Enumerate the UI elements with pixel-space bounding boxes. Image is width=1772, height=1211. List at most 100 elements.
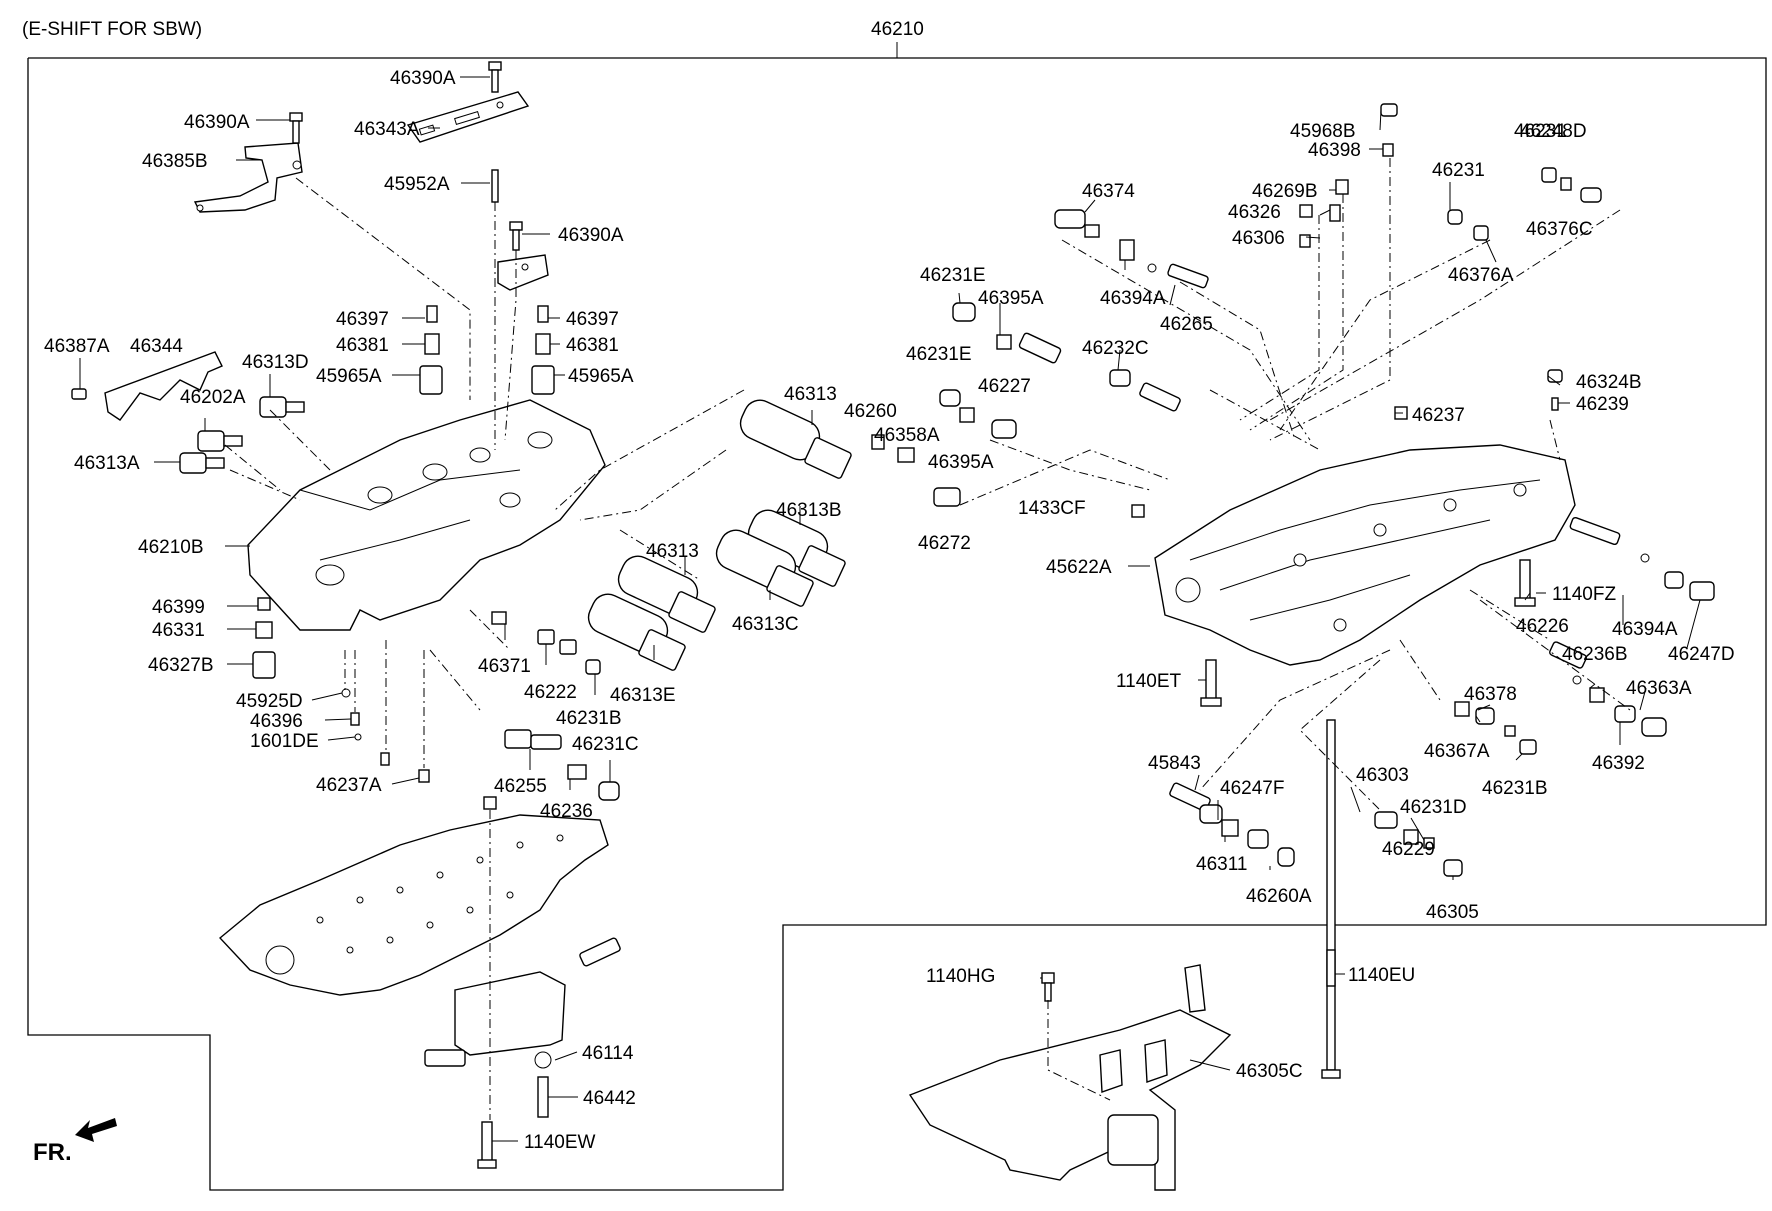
assembly-number: 46210 xyxy=(871,19,924,40)
part-label: 46305C xyxy=(1236,1061,1303,1082)
part-label: 46392 xyxy=(1592,753,1645,774)
part-label: 1140EW xyxy=(524,1132,596,1153)
part-label: 1140EU xyxy=(1348,965,1415,986)
right-labels: 45968B 46398 46231 46248D 46374 46269B 4… xyxy=(844,121,1735,1082)
part-label: 46399 xyxy=(152,597,205,618)
part-label: 46303 xyxy=(1356,765,1409,786)
part-label: 46247D xyxy=(1668,644,1735,665)
part-label: 45843 xyxy=(1148,753,1201,774)
part-label: 46260 xyxy=(844,401,897,422)
part-label: 46378 xyxy=(1464,684,1517,705)
part-label: 46442 xyxy=(583,1088,636,1109)
part-label: 45925D xyxy=(236,691,303,712)
part-label: 46231E xyxy=(906,344,972,365)
part-label: 46326 xyxy=(1228,202,1281,223)
part-label: 46231 xyxy=(1432,160,1485,181)
part-label: 46371 xyxy=(478,656,531,677)
part-label: 1140HG xyxy=(926,966,995,987)
part-label: 46390A xyxy=(390,68,456,89)
part-label: 46313B xyxy=(776,500,842,521)
part-label: 46269B xyxy=(1252,181,1318,202)
part-label: 46231B xyxy=(556,708,622,729)
part-label: 46313D xyxy=(242,352,309,373)
part-label: 46395A xyxy=(928,452,994,473)
part-label: 46398 xyxy=(1308,140,1361,161)
part-label: 46313A xyxy=(74,453,140,474)
part-label: 46363A xyxy=(1626,678,1692,699)
part-label: 46236B xyxy=(1562,644,1628,665)
part-label: 46381 xyxy=(336,335,389,356)
part-label: 46255 xyxy=(494,776,547,797)
part-label: 46305 xyxy=(1426,902,1479,923)
part-label: 45965A xyxy=(568,366,634,387)
part-label: 46231D xyxy=(1400,797,1467,818)
part-label: 46313C xyxy=(732,614,799,635)
front-direction-indicator: FR. xyxy=(33,1118,117,1166)
part-label: 46395A xyxy=(978,288,1044,309)
part-label: 45622A xyxy=(1046,557,1112,578)
part-label: 46114 xyxy=(582,1043,634,1064)
part-label: 46231B xyxy=(1482,778,1548,799)
part-label: 46265 xyxy=(1160,314,1213,335)
part-label: 46260A xyxy=(1246,886,1312,907)
part-label: 45952A xyxy=(384,174,450,195)
part-label: 46227 xyxy=(978,376,1031,397)
part-label: 46248D xyxy=(1520,121,1587,142)
part-label: 1433CF xyxy=(1018,498,1086,519)
variant-title: (E-SHIFT FOR SBW) xyxy=(22,19,202,40)
part-label: 46313 xyxy=(646,541,699,562)
part-label: 46232C xyxy=(1082,338,1149,359)
middle-valve-parts-drawing xyxy=(871,103,1715,1079)
part-label: 46358A xyxy=(874,425,940,446)
part-label: 46306 xyxy=(1232,228,1285,249)
part-label: 46367A xyxy=(1424,741,1490,762)
part-label: 46237A xyxy=(316,775,382,796)
part-label: 46226 xyxy=(1516,616,1569,637)
part-label: 46247F xyxy=(1220,778,1284,799)
part-label: 46397 xyxy=(336,309,389,330)
part-label: 46390A xyxy=(184,112,250,133)
part-label: 46272 xyxy=(918,533,971,554)
assembly-boundary xyxy=(27,57,1767,1191)
part-label: 46397 xyxy=(566,309,619,330)
part-label: 46343A xyxy=(354,119,420,140)
assembly-lines xyxy=(224,158,1631,1120)
part-label: 46396 xyxy=(250,711,303,732)
part-label: 46331 xyxy=(152,620,205,641)
part-label: 46313E xyxy=(610,685,676,706)
part-label: 46231C xyxy=(572,734,639,755)
left-assembly-drawing xyxy=(71,61,852,1169)
part-label: 46231 xyxy=(1514,121,1567,142)
part-label: 46385B xyxy=(142,151,208,172)
part-label: 46327B xyxy=(148,655,214,676)
part-label: 46202A xyxy=(180,387,246,408)
part-label: 46210B xyxy=(138,537,204,558)
part-label: 46324B xyxy=(1576,372,1642,393)
part-label: 46376C xyxy=(1526,219,1593,240)
part-label: 46394A xyxy=(1100,288,1166,309)
part-label: 45965A xyxy=(316,366,382,387)
bracket-46305c-drawing xyxy=(908,964,1232,1191)
part-label: 46229 xyxy=(1382,839,1435,860)
part-label: 46387A xyxy=(44,336,110,357)
part-label: 46222 xyxy=(524,682,577,703)
leader-lines xyxy=(79,76,1701,1142)
part-label: 1140ET xyxy=(1116,671,1182,692)
part-label: 46390A xyxy=(558,225,624,246)
part-label: 46231E xyxy=(920,265,986,286)
part-label: 45968B xyxy=(1290,121,1356,142)
part-label: 46344 xyxy=(130,336,183,357)
part-label: 46239 xyxy=(1576,394,1629,415)
left-labels: 46390A 46343A 46390A 46385B 45952A 46390… xyxy=(44,68,842,1153)
part-label: 46236 xyxy=(540,801,593,822)
part-label: 46394A xyxy=(1612,619,1678,640)
svg-text:FR.: FR. xyxy=(33,1139,72,1166)
part-label: 46381 xyxy=(566,335,619,356)
part-label: 46311 xyxy=(1196,854,1247,875)
part-label: 1140FZ xyxy=(1552,584,1616,605)
part-label: 46374 xyxy=(1082,181,1135,202)
part-label: 46313 xyxy=(784,384,837,405)
part-label: 46237 xyxy=(1412,405,1465,426)
part-label: 1601DE xyxy=(250,731,319,752)
